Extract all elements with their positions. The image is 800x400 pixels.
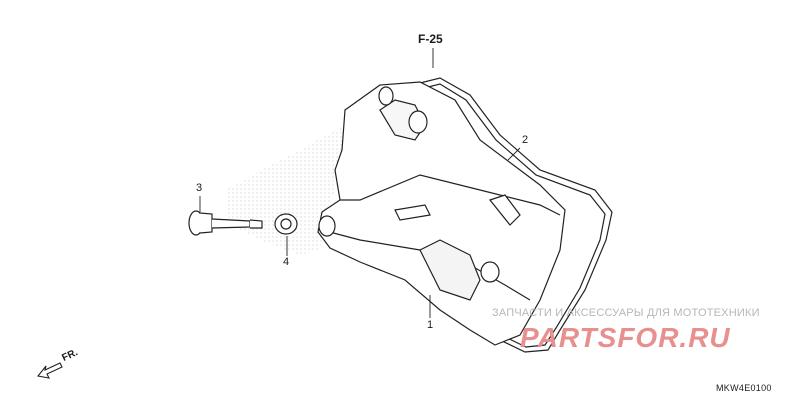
watermark-tagline: ЗАПЧАСТИ И АКСЕССУАРЫ ДЛЯ МОТОТЕХНИКИ [492,307,760,319]
watermark-brand: PARTSFOR.RU [520,322,731,353]
callout-1: 1 [427,319,434,331]
drawing-code: MKW4E0100 [716,383,772,393]
reference-label: F-25 [418,32,443,46]
bolt-part [188,210,263,236]
cylinder-head-cover [317,81,566,346]
callout-3: 3 [196,182,203,194]
callout-2: 2 [522,134,529,146]
leader-lines [199,48,521,318]
front-direction-arrow-icon [36,362,63,379]
washer-part [274,213,298,235]
gasket-outline [399,77,613,353]
callout-4: 4 [283,256,290,268]
